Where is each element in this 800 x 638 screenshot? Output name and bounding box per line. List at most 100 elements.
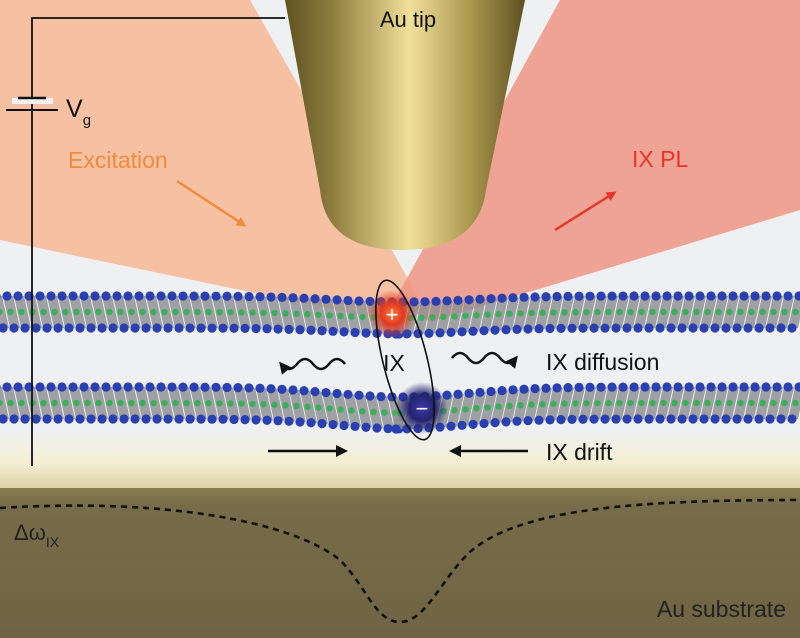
lower-lattice-metal-atom — [260, 401, 267, 408]
upper-lattice-chalcogen-atom — [574, 291, 584, 301]
upper-lattice-metal-atom — [326, 312, 333, 319]
upper-lattice-chalcogen-atom — [420, 297, 430, 307]
upper-lattice-chalcogen-atom — [754, 323, 764, 333]
lower-lattice-chalcogen-atom — [677, 414, 687, 424]
lower-lattice-metal-atom — [572, 400, 579, 407]
upper-lattice-chalcogen-atom — [200, 291, 210, 301]
lower-lattice-chalcogen-atom — [446, 421, 456, 431]
upper-lattice-chalcogen-atom — [145, 291, 155, 301]
upper-lattice-chalcogen-atom — [354, 296, 364, 306]
upper-lattice-chalcogen-atom — [233, 291, 243, 301]
upper-lattice-chalcogen-atom — [167, 291, 177, 301]
lower-lattice-chalcogen-atom — [787, 414, 797, 424]
upper-lattice-chalcogen-atom — [497, 293, 507, 303]
upper-lattice-chalcogen-atom — [123, 291, 133, 301]
lower-lattice-chalcogen-atom — [57, 382, 67, 392]
upper-lattice-metal-atom — [216, 308, 223, 316]
upper-lattice-metal-atom — [539, 309, 546, 316]
upper-lattice-chalcogen-atom — [475, 294, 485, 304]
lower-lattice-chalcogen-atom — [295, 417, 305, 427]
lower-lattice-chalcogen-atom — [9, 414, 19, 424]
upper-lattice-chalcogen-atom — [446, 327, 456, 337]
lower-lattice-chalcogen-atom — [501, 417, 511, 427]
lower-lattice-metal-atom — [227, 400, 234, 407]
lower-lattice-chalcogen-atom — [90, 382, 100, 392]
upper-lattice-chalcogen-atom — [761, 291, 771, 301]
upper-lattice-chalcogen-atom — [600, 323, 610, 333]
upper-lattice-chalcogen-atom — [666, 323, 676, 333]
upper-lattice-chalcogen-atom — [46, 291, 56, 301]
upper-lattice-chalcogen-atom — [90, 291, 100, 301]
upper-lattice-metal-atom — [561, 309, 568, 316]
upper-lattice-chalcogen-atom — [310, 294, 320, 304]
upper-lattice-chalcogen-atom — [534, 324, 544, 334]
lower-lattice-metal-atom — [528, 401, 535, 408]
upper-lattice-metal-atom — [315, 311, 322, 318]
upper-lattice-chalcogen-atom — [453, 295, 463, 305]
upper-lattice-chalcogen-atom — [519, 292, 529, 302]
upper-lattice-chalcogen-atom — [207, 323, 217, 333]
lower-lattice-chalcogen-atom — [754, 414, 764, 424]
lower-lattice-chalcogen-atom — [46, 382, 56, 392]
upper-lattice-chalcogen-atom — [655, 323, 665, 333]
lower-lattice-chalcogen-atom — [486, 386, 496, 397]
upper-lattice-metal-atom — [161, 308, 168, 316]
lower-lattice-metal-atom — [282, 402, 289, 409]
lower-lattice-chalcogen-atom — [112, 382, 122, 392]
upper-lattice-chalcogen-atom — [479, 326, 489, 336]
upper-lattice-chalcogen-atom — [589, 323, 599, 333]
lower-lattice-metal-atom — [348, 407, 355, 414]
lower-lattice-metal-atom — [18, 399, 25, 407]
lower-lattice-chalcogen-atom — [644, 414, 654, 424]
lower-lattice-metal-atom — [462, 406, 469, 413]
upper-lattice-metal-atom — [528, 309, 535, 317]
upper-lattice-chalcogen-atom — [141, 323, 151, 333]
ix-pl-arrow — [554, 191, 617, 232]
lower-lattice-chalcogen-atom — [211, 382, 221, 392]
lower-lattice-metal-atom — [748, 399, 755, 407]
upper-lattice-chalcogen-atom — [457, 327, 467, 337]
upper-lattice-chalcogen-atom — [765, 323, 775, 333]
delta-omega-label: ΔωIX — [14, 520, 60, 550]
lower-lattice-chalcogen-atom — [699, 414, 709, 424]
upper-lattice-chalcogen-atom — [244, 291, 254, 302]
upper-lattice-metal-atom — [649, 308, 656, 316]
hole-charge — [368, 290, 416, 338]
upper-lattice-metal-atom — [484, 311, 491, 318]
lower-lattice-chalcogen-atom — [589, 414, 599, 424]
upper-lattice-chalcogen-atom — [556, 323, 566, 333]
lower-lattice-metal-atom — [238, 400, 245, 407]
upper-lattice-chalcogen-atom — [596, 291, 606, 301]
upper-lattice-slab — [0, 296, 9, 328]
upper-lattice-chalcogen-atom — [156, 291, 166, 301]
lower-lattice-chalcogen-atom — [618, 382, 628, 392]
lower-lattice-chalcogen-atom — [728, 382, 738, 392]
lower-lattice-metal-atom — [682, 399, 689, 407]
upper-lattice-metal-atom — [550, 309, 557, 316]
upper-lattice-metal-atom — [293, 310, 300, 317]
lower-lattice-chalcogen-atom — [732, 414, 742, 424]
lower-lattice-chalcogen-atom — [662, 382, 672, 392]
upper-lattice-chalcogen-atom — [622, 323, 632, 333]
upper-lattice-chalcogen-atom — [273, 324, 283, 334]
upper-lattice-chalcogen-atom — [435, 328, 445, 338]
upper-lattice-chalcogen-atom — [607, 291, 617, 301]
upper-lattice-chalcogen-atom — [185, 323, 195, 333]
lower-lattice-chalcogen-atom — [457, 420, 467, 430]
upper-lattice-chalcogen-atom — [174, 323, 184, 333]
ix-pl-label: IX PL — [632, 146, 688, 172]
ix-diffusion-label: IX diffusion — [546, 349, 659, 375]
lower-lattice-chalcogen-atom — [101, 382, 111, 392]
lower-lattice-metal-atom — [304, 403, 311, 410]
upper-lattice-metal-atom — [770, 308, 777, 316]
electron-charge — [396, 382, 448, 434]
lower-lattice-chalcogen-atom — [167, 382, 177, 392]
lower-lattice-chalcogen-atom — [622, 414, 632, 424]
lower-lattice-chalcogen-atom — [508, 385, 518, 395]
upper-lattice-chalcogen-atom — [508, 293, 518, 303]
lower-lattice-chalcogen-atom — [31, 414, 41, 424]
lower-lattice-chalcogen-atom — [75, 414, 85, 424]
upper-lattice-metal-atom — [715, 308, 722, 316]
